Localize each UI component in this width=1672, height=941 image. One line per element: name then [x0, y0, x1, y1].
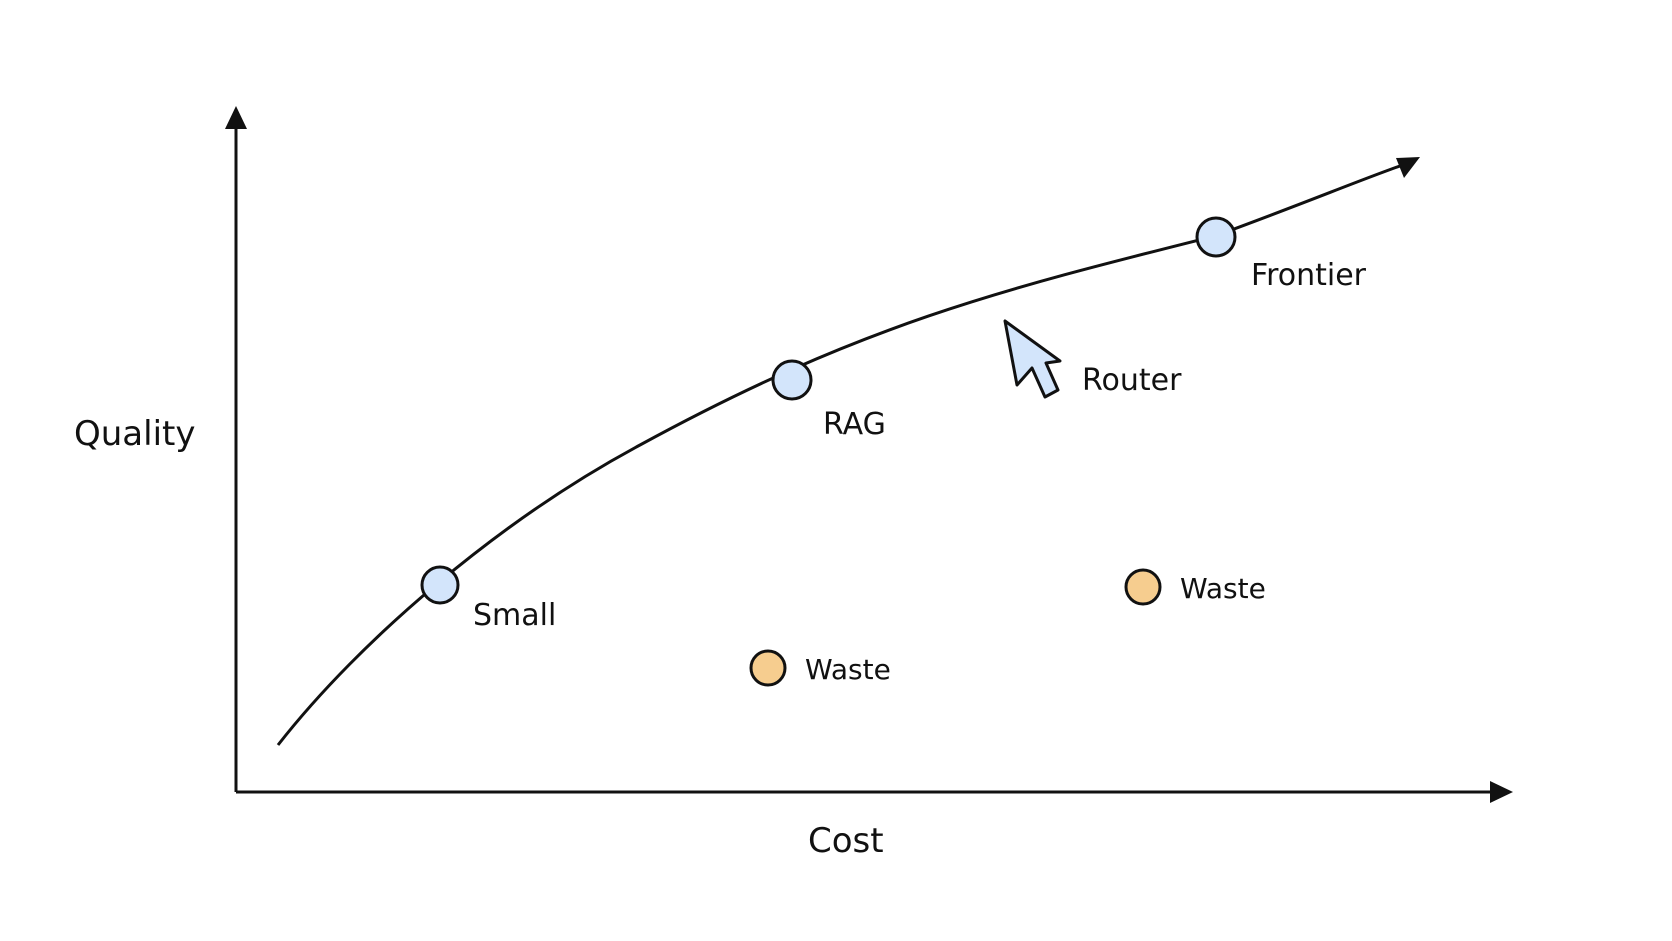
router-label: Router [1082, 363, 1182, 398]
point-rag [771, 359, 813, 401]
x-axis-label: Cost [808, 821, 884, 861]
point-frontier [1195, 216, 1237, 258]
y-axis-arrowhead [225, 106, 247, 129]
y-axis-label: Quality [74, 414, 196, 454]
point-frontier-label: Frontier [1251, 258, 1367, 293]
point-small [420, 565, 460, 605]
point-small-label: Small [473, 598, 556, 633]
point-rag-label: RAG [823, 407, 886, 442]
waste-point-1 [749, 649, 787, 687]
cursor-arrow-icon [1003, 319, 1062, 399]
waste-point-2-label: Waste [1180, 572, 1266, 605]
frontier-curve-arrowhead [1396, 157, 1420, 178]
waste-point-1-label: Waste [805, 653, 891, 686]
x-axis-arrowhead [1490, 781, 1513, 803]
waste-point-2 [1124, 568, 1162, 606]
